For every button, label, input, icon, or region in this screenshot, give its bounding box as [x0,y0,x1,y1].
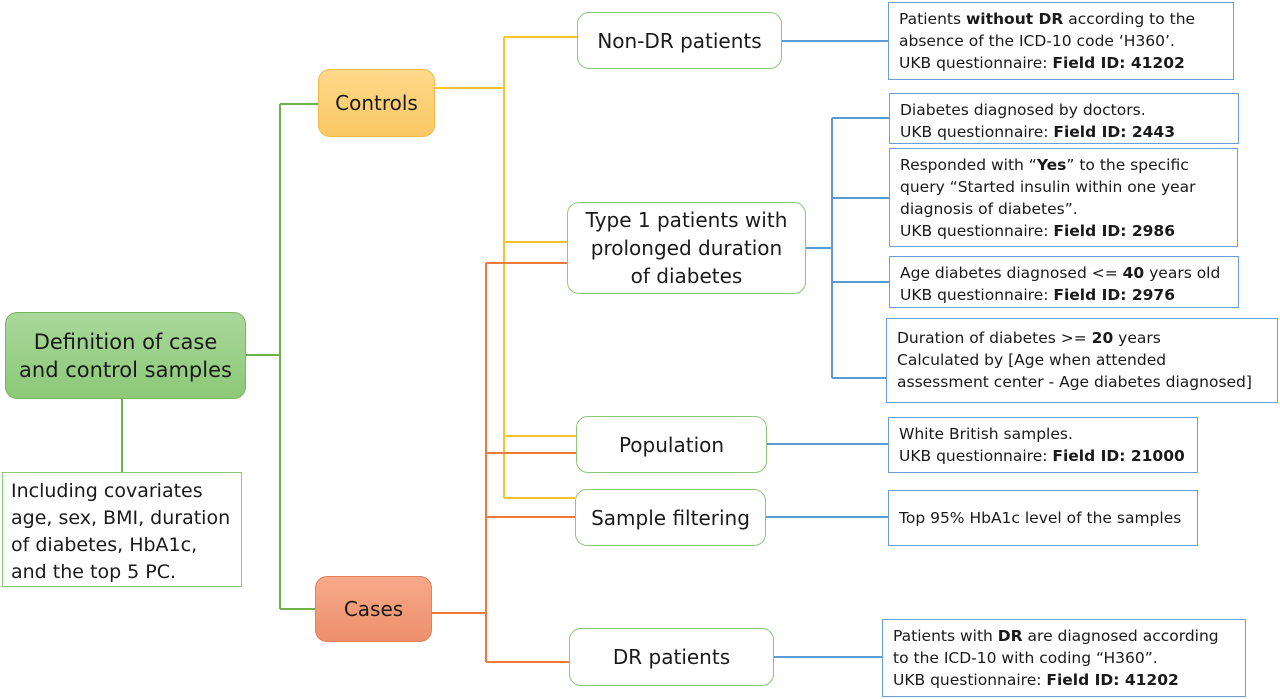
covariates-line1: Including covariates [11,480,203,502]
type1-line3: of diabetes [630,264,743,288]
sample-filtering-label: Sample filtering [591,505,750,530]
non-dr-label: Non-DR patients [597,28,762,53]
dr-label: DR patients [612,645,731,669]
insulin-detail-line3: diagnosis of diabetes”. [900,200,1078,218]
duration-detail-line3: assessment center - Age diabetes diagnos… [897,373,1252,391]
diagnosed-detail-box: Diabetes diagnosed by doctors. UKB quest… [889,93,1239,144]
non-dr-detail-box: Patients without DR according to the abs… [888,2,1234,80]
age-detail-line1: Age diabetes diagnosed <= 40 years old [900,264,1221,282]
population-node: Population [576,416,767,473]
orange-connectors [432,262,576,663]
dr-detail-line3: UKB questionnaire: Field ID: 41202 [893,671,1179,689]
green-connectors [121,103,318,610]
root-line1: Definition of case [33,329,218,354]
blue-connectors [766,40,889,658]
dr-detail-line1: Patients with DR are diagnosed according [893,627,1219,645]
root-node: Definition of case and control samples [5,312,246,399]
non-dr-detail-line3: UKB questionnaire: Field ID: 41202 [899,54,1185,72]
age-detail-line2: UKB questionnaire: Field ID: 2976 [900,286,1175,304]
duration-detail-line2: Calculated by [Age when attended [897,351,1167,369]
dr-detail-line2: to the ICD-10 with coding “H360”. [893,649,1158,667]
type1-line1: Type 1 patients with [585,208,788,232]
duration-detail-line1: Duration of diabetes >= 20 years [897,329,1161,347]
insulin-detail-line2: query “Started insulin within one year [900,178,1196,196]
population-detail-box: White British samples. UKB questionnaire… [888,417,1198,473]
covariates-line4: and the top 5 PC. [11,561,177,583]
diagnosed-detail-line1: Diabetes diagnosed by doctors. [900,101,1146,119]
root-line2: and control samples [19,357,232,382]
type1-line2: prolonged duration [590,236,783,260]
type1-node: Type 1 patients with prolonged duration … [567,202,806,294]
population-detail-line2: UKB questionnaire: Field ID: 21000 [899,447,1185,465]
non-dr-node: Non-DR patients [577,12,782,69]
cases-node: Cases [315,576,432,642]
insulin-detail-line1: Responded with “Yes” to the specific [900,156,1189,174]
covariates-line3: of diabetes, HbA1c, [11,534,198,556]
non-dr-detail-line1: Patients without DR according to the [899,10,1196,28]
filtering-detail-line1: Top 95% HbA1c level of the samples [899,509,1182,527]
diagnosed-detail-line2: UKB questionnaire: Field ID: 2443 [900,123,1175,141]
controls-label: Controls [335,91,418,115]
covariates-line2: age, sex, BMI, duration [11,507,231,529]
controls-node: Controls [318,69,435,137]
filtering-detail-box: Top 95% HbA1c level of the samples [888,490,1198,546]
duration-detail-box: Duration of diabetes >= 20 years Calcula… [886,318,1278,403]
non-dr-detail-line2: absence of the ICD-10 code ‘H360’. [899,32,1175,50]
population-detail-line1: White British samples. [899,425,1073,443]
cases-label: Cases [343,597,404,621]
dr-node: DR patients [569,628,774,686]
population-label: Population [618,432,725,457]
covariates-box: Including covariates age, sex, BMI, dura… [2,472,242,587]
insulin-detail-box: Responded with “Yes” to the specific que… [889,148,1238,247]
age-detail-box: Age diabetes diagnosed <= 40 years old U… [889,256,1239,308]
yellow-connectors [435,36,577,499]
insulin-detail-line4: UKB questionnaire: Field ID: 2986 [900,222,1175,240]
dr-detail-box: Patients with DR are diagnosed according… [882,619,1246,697]
sample-filtering-node: Sample filtering [575,489,766,546]
